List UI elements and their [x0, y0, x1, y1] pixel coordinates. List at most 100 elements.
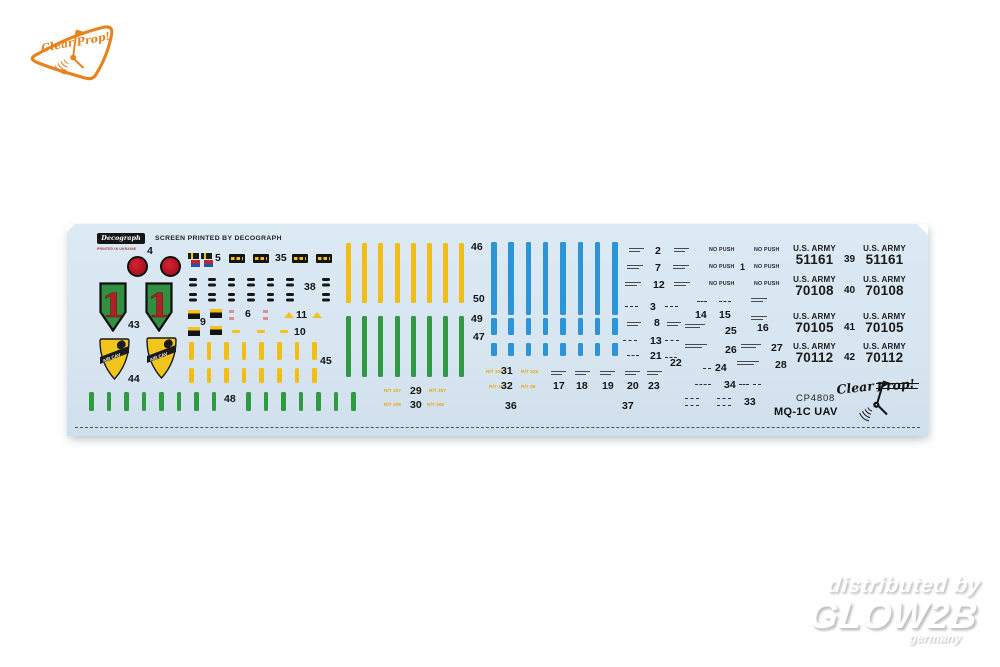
dash-decal [665, 306, 678, 307]
printed-in-ukraine-text: PRINTED IN UKRAINE [97, 246, 137, 251]
clear-prop-brand-logo: Clear Prop! [30, 25, 114, 81]
stripe-tick [208, 278, 216, 281]
decograph-logo: Decograph [97, 233, 145, 244]
stripe-tick [298, 392, 303, 411]
dash-decal [697, 301, 707, 302]
screen-printed-note: SCREEN PRINTED BY DECOGRAPH [155, 235, 282, 242]
dash-decal [753, 384, 761, 385]
logo-outline [30, 25, 114, 81]
small-decal-mark [263, 317, 268, 320]
small-stripe-decal [210, 326, 222, 335]
decal-number-9: 9 [200, 316, 206, 328]
yellow-triangle-decal [312, 312, 322, 318]
decal-number-29: 29 [410, 385, 422, 397]
decal-sheet: Decograph PRINTED IN UKRAINE SCREEN PRIN… [67, 224, 928, 436]
tiny-stencil-text [625, 282, 641, 288]
stripe-tick [333, 392, 338, 411]
tiny-stencil-text [575, 371, 590, 377]
decal-number-23: 23 [648, 380, 660, 392]
dash-decal [627, 355, 639, 356]
stripe-tick [224, 368, 229, 383]
decal-number-46: 46 [471, 241, 483, 253]
no-push-decal: NO PUSH [709, 247, 735, 253]
stripe-tick [394, 316, 400, 377]
decal-number-41: 41 [843, 322, 856, 333]
decal-number-2: 2 [655, 245, 661, 257]
dash-decal [717, 398, 731, 399]
stripe-tick [189, 293, 197, 296]
stripe-tick [378, 243, 384, 303]
stripe-tick [525, 318, 532, 335]
decal-number-47: 47 [473, 331, 485, 343]
stripe-tick [286, 278, 294, 281]
small-decal-mark [263, 310, 268, 313]
decal-number-10: 10 [294, 326, 306, 338]
small-stripe-decal [210, 309, 222, 318]
decal-number-8: 8 [654, 317, 660, 329]
decal-number-30: 30 [410, 399, 422, 411]
decal-number-33: 33 [744, 396, 756, 408]
stripe-tick [427, 243, 432, 303]
stripe-tick [443, 316, 449, 377]
decal-number-48: 48 [224, 393, 236, 405]
stripe-tick [594, 343, 601, 356]
stripe-tick [542, 318, 549, 335]
dash-decal [665, 357, 677, 358]
decal-number-31: 31 [501, 365, 513, 377]
stripe-tick [263, 392, 268, 411]
decal-number-39: 39 [843, 254, 856, 265]
tiny-stencil-text [751, 298, 767, 304]
tiny-stencil-text [600, 371, 615, 377]
stripe-tick [508, 242, 514, 315]
dash-decal [685, 398, 699, 399]
decal-number-43: 43 [128, 319, 140, 331]
stripe-tick [378, 316, 384, 377]
dash-decal [703, 368, 711, 369]
rt-305-label: R/T 305 [427, 403, 445, 408]
small-decal-mark [229, 310, 234, 313]
decal-number-18: 18 [576, 380, 588, 392]
stripe-tick [459, 316, 465, 377]
dash-decal [685, 405, 699, 406]
decal-number-32: 32 [501, 380, 513, 392]
red-roundel-decal [160, 256, 181, 277]
decal-number-19: 19 [602, 380, 614, 392]
decal-number-35: 35 [275, 252, 287, 264]
stripe-tick [246, 392, 251, 411]
svg-text:1: 1 [148, 286, 171, 325]
tiny-stencil-text [737, 361, 759, 367]
stripe-tick [560, 242, 566, 315]
stripe-tick [459, 243, 465, 303]
stripe-tick [508, 343, 514, 356]
decal-number-17: 17 [553, 380, 565, 392]
small-decal-mark [229, 317, 234, 320]
dash-decal [739, 384, 749, 385]
tiny-stencil-text [551, 371, 566, 377]
stripe-tick [176, 392, 181, 411]
rt-307-label: R/T 307 [384, 389, 402, 394]
decal-number-1: 1 [740, 262, 746, 272]
stripe-tick [351, 392, 356, 411]
decal-number-20: 20 [627, 380, 639, 392]
yellow-dash-decal [280, 330, 288, 333]
tiny-stencil-text [685, 324, 705, 330]
stripe-tick [577, 242, 583, 315]
black-placard-decal [316, 254, 332, 263]
stripe-tick [227, 293, 236, 296]
stripe-tick [560, 318, 566, 335]
black-placard-decal [253, 254, 269, 263]
decal-number-12: 12 [653, 279, 665, 291]
decal-number-44: 44 [128, 373, 140, 385]
stripe-tick [312, 368, 317, 383]
yellow-dash-decal [232, 330, 240, 333]
stripe-tick [247, 293, 255, 296]
stripe-tick [124, 392, 129, 411]
decal-number-6: 6 [245, 308, 251, 320]
stripe-tick [241, 368, 247, 383]
